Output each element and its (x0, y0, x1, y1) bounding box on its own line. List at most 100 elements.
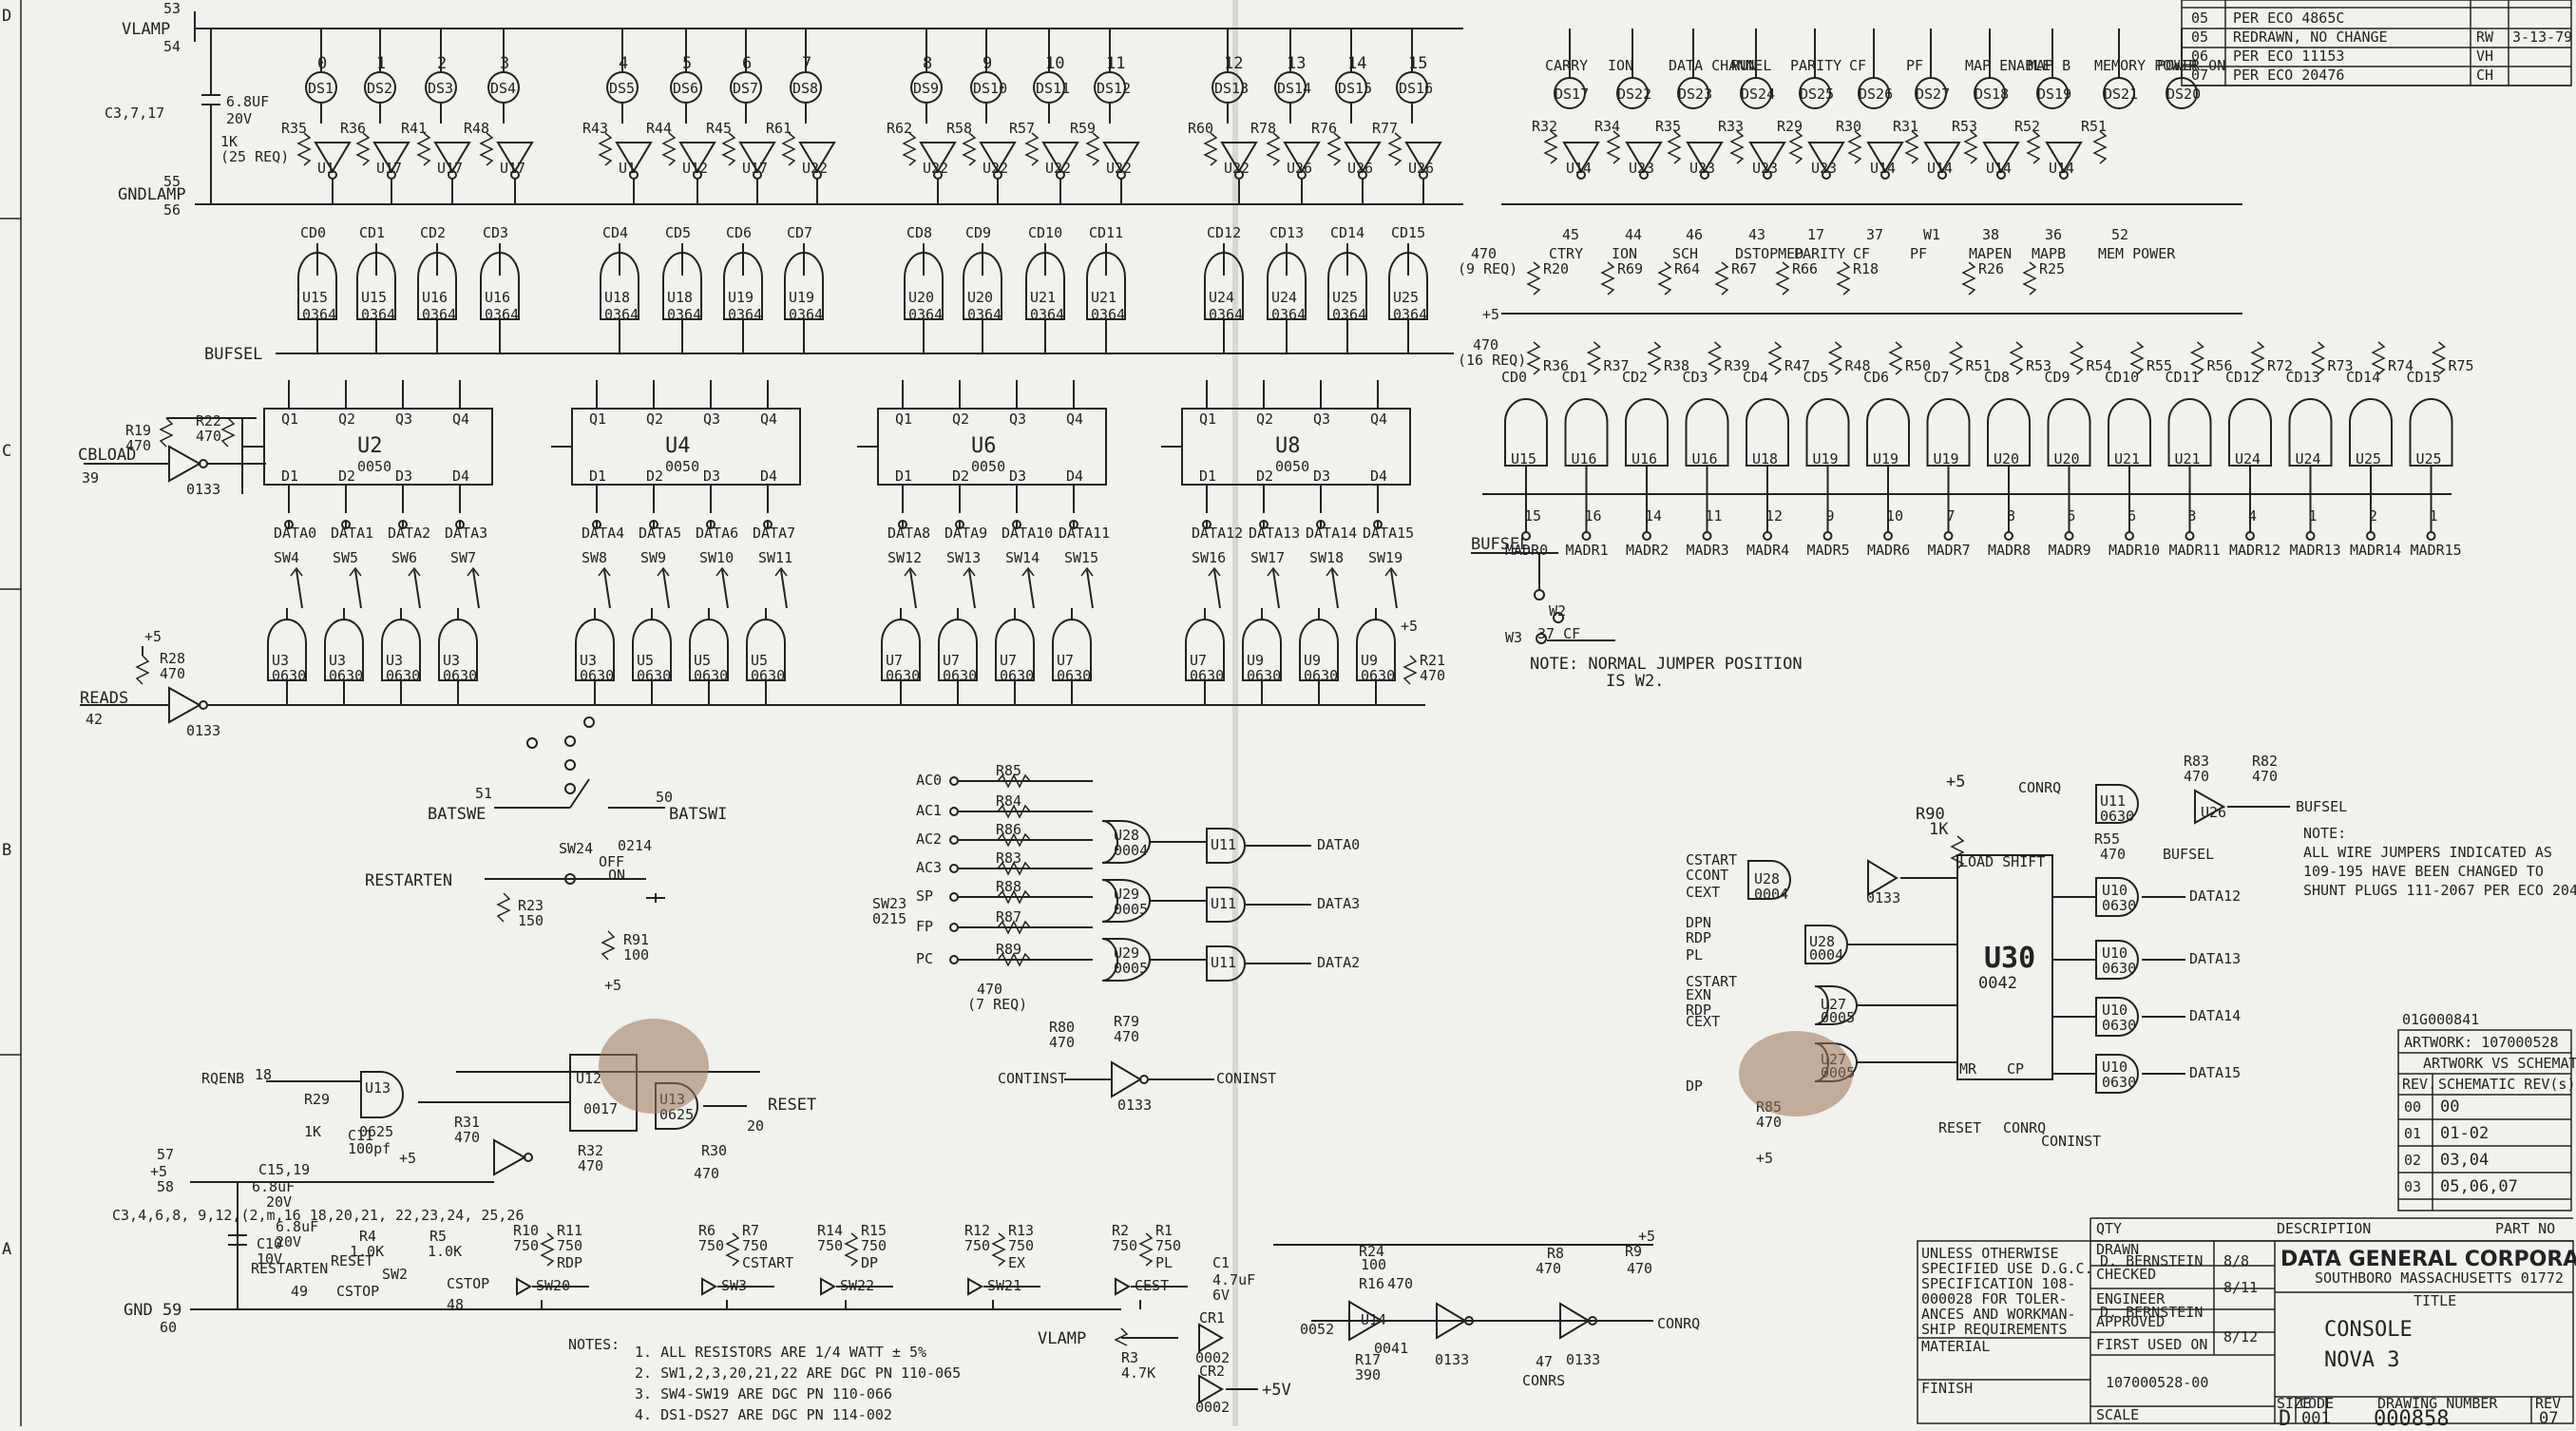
switch-label: SW16 (1192, 549, 1226, 566)
lamp-designator: DS17 (1555, 86, 1589, 103)
gate-type: 0364 (1030, 306, 1064, 323)
svg-text:RESET: RESET (768, 1096, 816, 1115)
svg-text:+5: +5 (144, 628, 162, 645)
svg-text:APPROVED: APPROVED (2096, 1313, 2165, 1330)
gate-type: 0364 (1271, 306, 1306, 323)
resistor-label: R58 (946, 120, 972, 137)
svg-text:57: 57 (157, 1146, 174, 1163)
drawing-title-1: CONSOLE (2324, 1318, 2413, 1342)
svg-text:CR1: CR1 (1199, 1309, 1225, 1326)
lamp-designator: DS18 (1975, 86, 2009, 103)
artwork-rev: 03 (2404, 1178, 2421, 1195)
d-pin: D2 (952, 467, 969, 485)
switch-gate-type: 0630 (1000, 667, 1034, 684)
resistor-label: R44 (646, 120, 672, 137)
resistor-label: R55 (2147, 357, 2172, 374)
svg-text:ON: ON (608, 867, 625, 884)
lamp-number: 0 (317, 54, 327, 73)
right-note-line: 109-195 HAVE BEEN CHANGED TO (2303, 863, 2544, 880)
gate-label: U17 (376, 160, 402, 177)
lamp-number: 9 (983, 54, 992, 73)
status-name: POWER ON (2157, 57, 2225, 74)
switch-gate-type: 0630 (1361, 667, 1395, 684)
data-latch-registers: U20050Q1D1DATA0SW4U30630Q2D2DATA1SW5U306… (241, 380, 1414, 705)
svg-text:60: 60 (160, 1319, 177, 1336)
cd-label: CD8 (1984, 369, 2010, 386)
signal-label: MEM POWER (2098, 245, 2176, 262)
right-note-line: ALL WIRE JUMPERS INDICATED AS (2303, 844, 2552, 861)
lamp-number: 12 (1224, 54, 1243, 73)
svg-text:PART NO: PART NO (2495, 1220, 2555, 1237)
svg-text:RESTARTEN: RESTARTEN (251, 1260, 328, 1277)
data-label: DATA4 (582, 525, 624, 542)
pullup-label: R26 (1978, 260, 2004, 277)
svg-text:U12: U12 (576, 1070, 601, 1087)
lamp-designator: DS16 (1399, 80, 1433, 97)
cd-label: CD1 (1562, 369, 1588, 386)
u26t: 0133 (1866, 889, 1900, 906)
switch-gate-type: 0630 (637, 667, 671, 684)
data-label: DATA9 (945, 525, 987, 542)
u30-output: DATA14 (2189, 1007, 2241, 1024)
lamp-number: 8 (923, 54, 932, 73)
r1-label: R6 (698, 1222, 716, 1239)
lamp-designator: DS7 (733, 80, 758, 97)
r1-label: R12 (964, 1222, 990, 1239)
svg-text:50: 50 (656, 789, 673, 806)
resistor-label: R76 (1311, 120, 1337, 137)
q-pin: Q3 (703, 410, 720, 428)
cd-label: CD15 (1391, 224, 1425, 241)
or-gate: U29 (1114, 944, 1139, 962)
cd-label: CD15 (2407, 369, 2441, 386)
status-lamps: CARRYDS17R32U1445CTRYIONDS22R34U2344IOND… (1501, 29, 2242, 296)
q-pin: Q4 (760, 410, 777, 428)
svg-text:470: 470 (196, 428, 221, 445)
svg-text:470: 470 (1627, 1260, 1652, 1277)
signal-label: CF (1853, 245, 1870, 262)
u30-input: RDP (1686, 1002, 1711, 1019)
svg-text:REV: REV (2535, 1395, 2561, 1412)
svg-text:0002: 0002 (1195, 1399, 1230, 1416)
gate-unit: U21 (1091, 289, 1116, 306)
res-req: (16 REQ) (1458, 352, 1526, 369)
lamp-designator: DS5 (609, 80, 635, 97)
gate-unit: U20 (1994, 450, 2019, 467)
switch-gate-type: 0630 (1190, 667, 1224, 684)
svg-text:BUFSEL: BUFSEL (204, 345, 262, 364)
u30-input: CCONT (1686, 867, 1728, 884)
gate-label: U23 (1811, 160, 1837, 177)
rev-number: 05 (2191, 10, 2208, 27)
pin-number: 1 (2309, 507, 2318, 525)
schematic-rev: 05,06,07 (2440, 1177, 2518, 1196)
resistor-label: R89 (996, 941, 1021, 958)
note-line: 1. ALL RESISTORS ARE 1/4 WATT ± 5% (635, 1344, 926, 1361)
continst-out: CONINST (1216, 1070, 1276, 1087)
gate-type: 0364 (967, 306, 1002, 323)
g1: U28 (1754, 870, 1780, 887)
gate-type: 0364 (667, 306, 701, 323)
switch-gate: U5 (637, 652, 654, 669)
resistor-label: R39 (1725, 357, 1750, 374)
svg-text:R16: R16 (1359, 1275, 1384, 1292)
switch-gate: U9 (1247, 652, 1264, 669)
resistor-label: R30 (1836, 118, 1861, 135)
g3t: 0005 (1821, 1009, 1855, 1026)
svg-text:54: 54 (163, 38, 181, 55)
svg-text:TITLE: TITLE (2414, 1292, 2456, 1309)
gate-unit: U16 (485, 289, 510, 306)
svg-text:39: 39 (82, 469, 99, 487)
